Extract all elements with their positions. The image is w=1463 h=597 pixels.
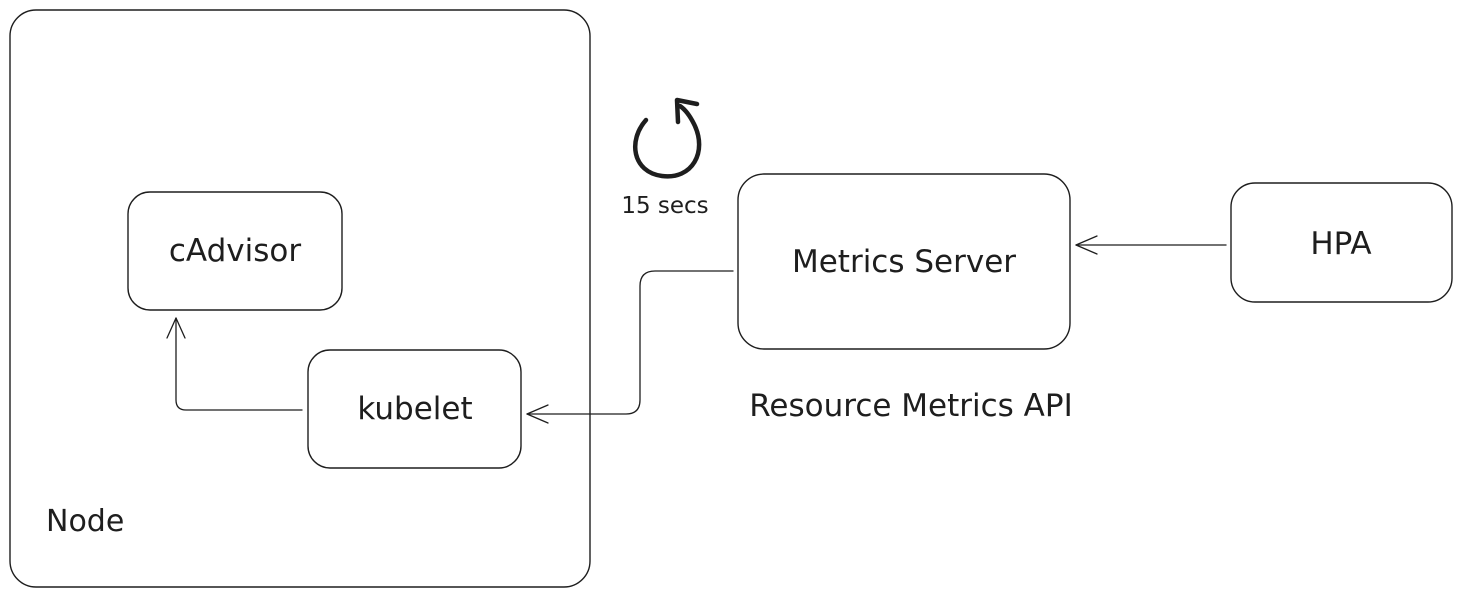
edge-kubelet-to-cadvisor — [166, 317, 303, 411]
edge-hpa-to-metrics-server — [1075, 235, 1227, 255]
kubelet-box: kubelet — [307, 349, 522, 469]
cadvisor-box: cAdvisor — [127, 191, 343, 311]
edge-kubelet-to-cadvisor-arrowhead — [166, 317, 186, 339]
edge-metrics-server-to-kubelet-arrowhead — [526, 404, 549, 424]
metrics-server-box-border — [737, 173, 1071, 350]
hpa-label: HPA — [1310, 226, 1371, 262]
metrics-server-box: Metrics Server — [737, 173, 1071, 350]
refresh-interval-label: 15 secs — [621, 193, 708, 219]
cadvisor-label: cAdvisor — [169, 233, 301, 269]
edge-hpa-to-metrics-server-arrowhead — [1075, 235, 1098, 255]
refresh-cycle-icon — [632, 97, 702, 179]
edge-metrics-server-to-kubelet — [526, 270, 734, 424]
hpa-box: HPA — [1230, 182, 1453, 303]
kubelet-box-border — [307, 349, 522, 469]
node-label: Node — [46, 504, 124, 539]
refresh-cycle-arrowhead — [674, 97, 700, 125]
cadvisor-box-border — [127, 191, 343, 311]
resource-metrics-api-label: Resource Metrics API — [749, 388, 1072, 424]
kubelet-label: kubelet — [357, 391, 472, 427]
edge-metrics-server-to-kubelet-line — [526, 270, 734, 415]
hpa-box-border — [1230, 182, 1453, 303]
refresh-cycle-arc — [632, 103, 702, 179]
metrics-server-label: Metrics Server — [792, 244, 1016, 280]
edge-kubelet-to-cadvisor-line — [175, 317, 303, 411]
